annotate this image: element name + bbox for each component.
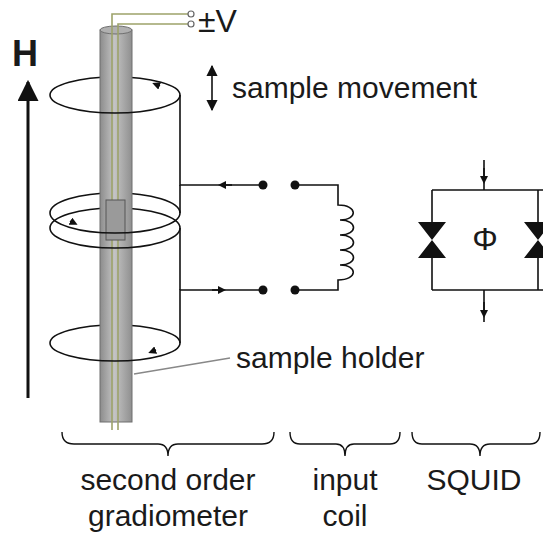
sample <box>106 200 125 240</box>
input-coil <box>295 185 354 290</box>
sample-holder-rod <box>100 30 132 422</box>
field-label: H <box>12 32 52 75</box>
part-label: sample holder <box>236 340 536 376</box>
group-label: input coil <box>290 462 400 534</box>
voltage-label: ±V <box>198 2 278 40</box>
group-label: SQUID <box>408 462 540 498</box>
gradiometer-coils <box>50 85 262 362</box>
group-braces <box>62 432 540 456</box>
field-arrow <box>27 82 30 398</box>
flux-symbol: Φ <box>460 220 510 258</box>
movement-label: sample movement <box>232 70 537 106</box>
group-label: second order gradiometer <box>48 462 288 534</box>
leader-line <box>134 358 230 374</box>
movement-arrow <box>211 66 213 110</box>
squid-loop <box>432 160 543 322</box>
